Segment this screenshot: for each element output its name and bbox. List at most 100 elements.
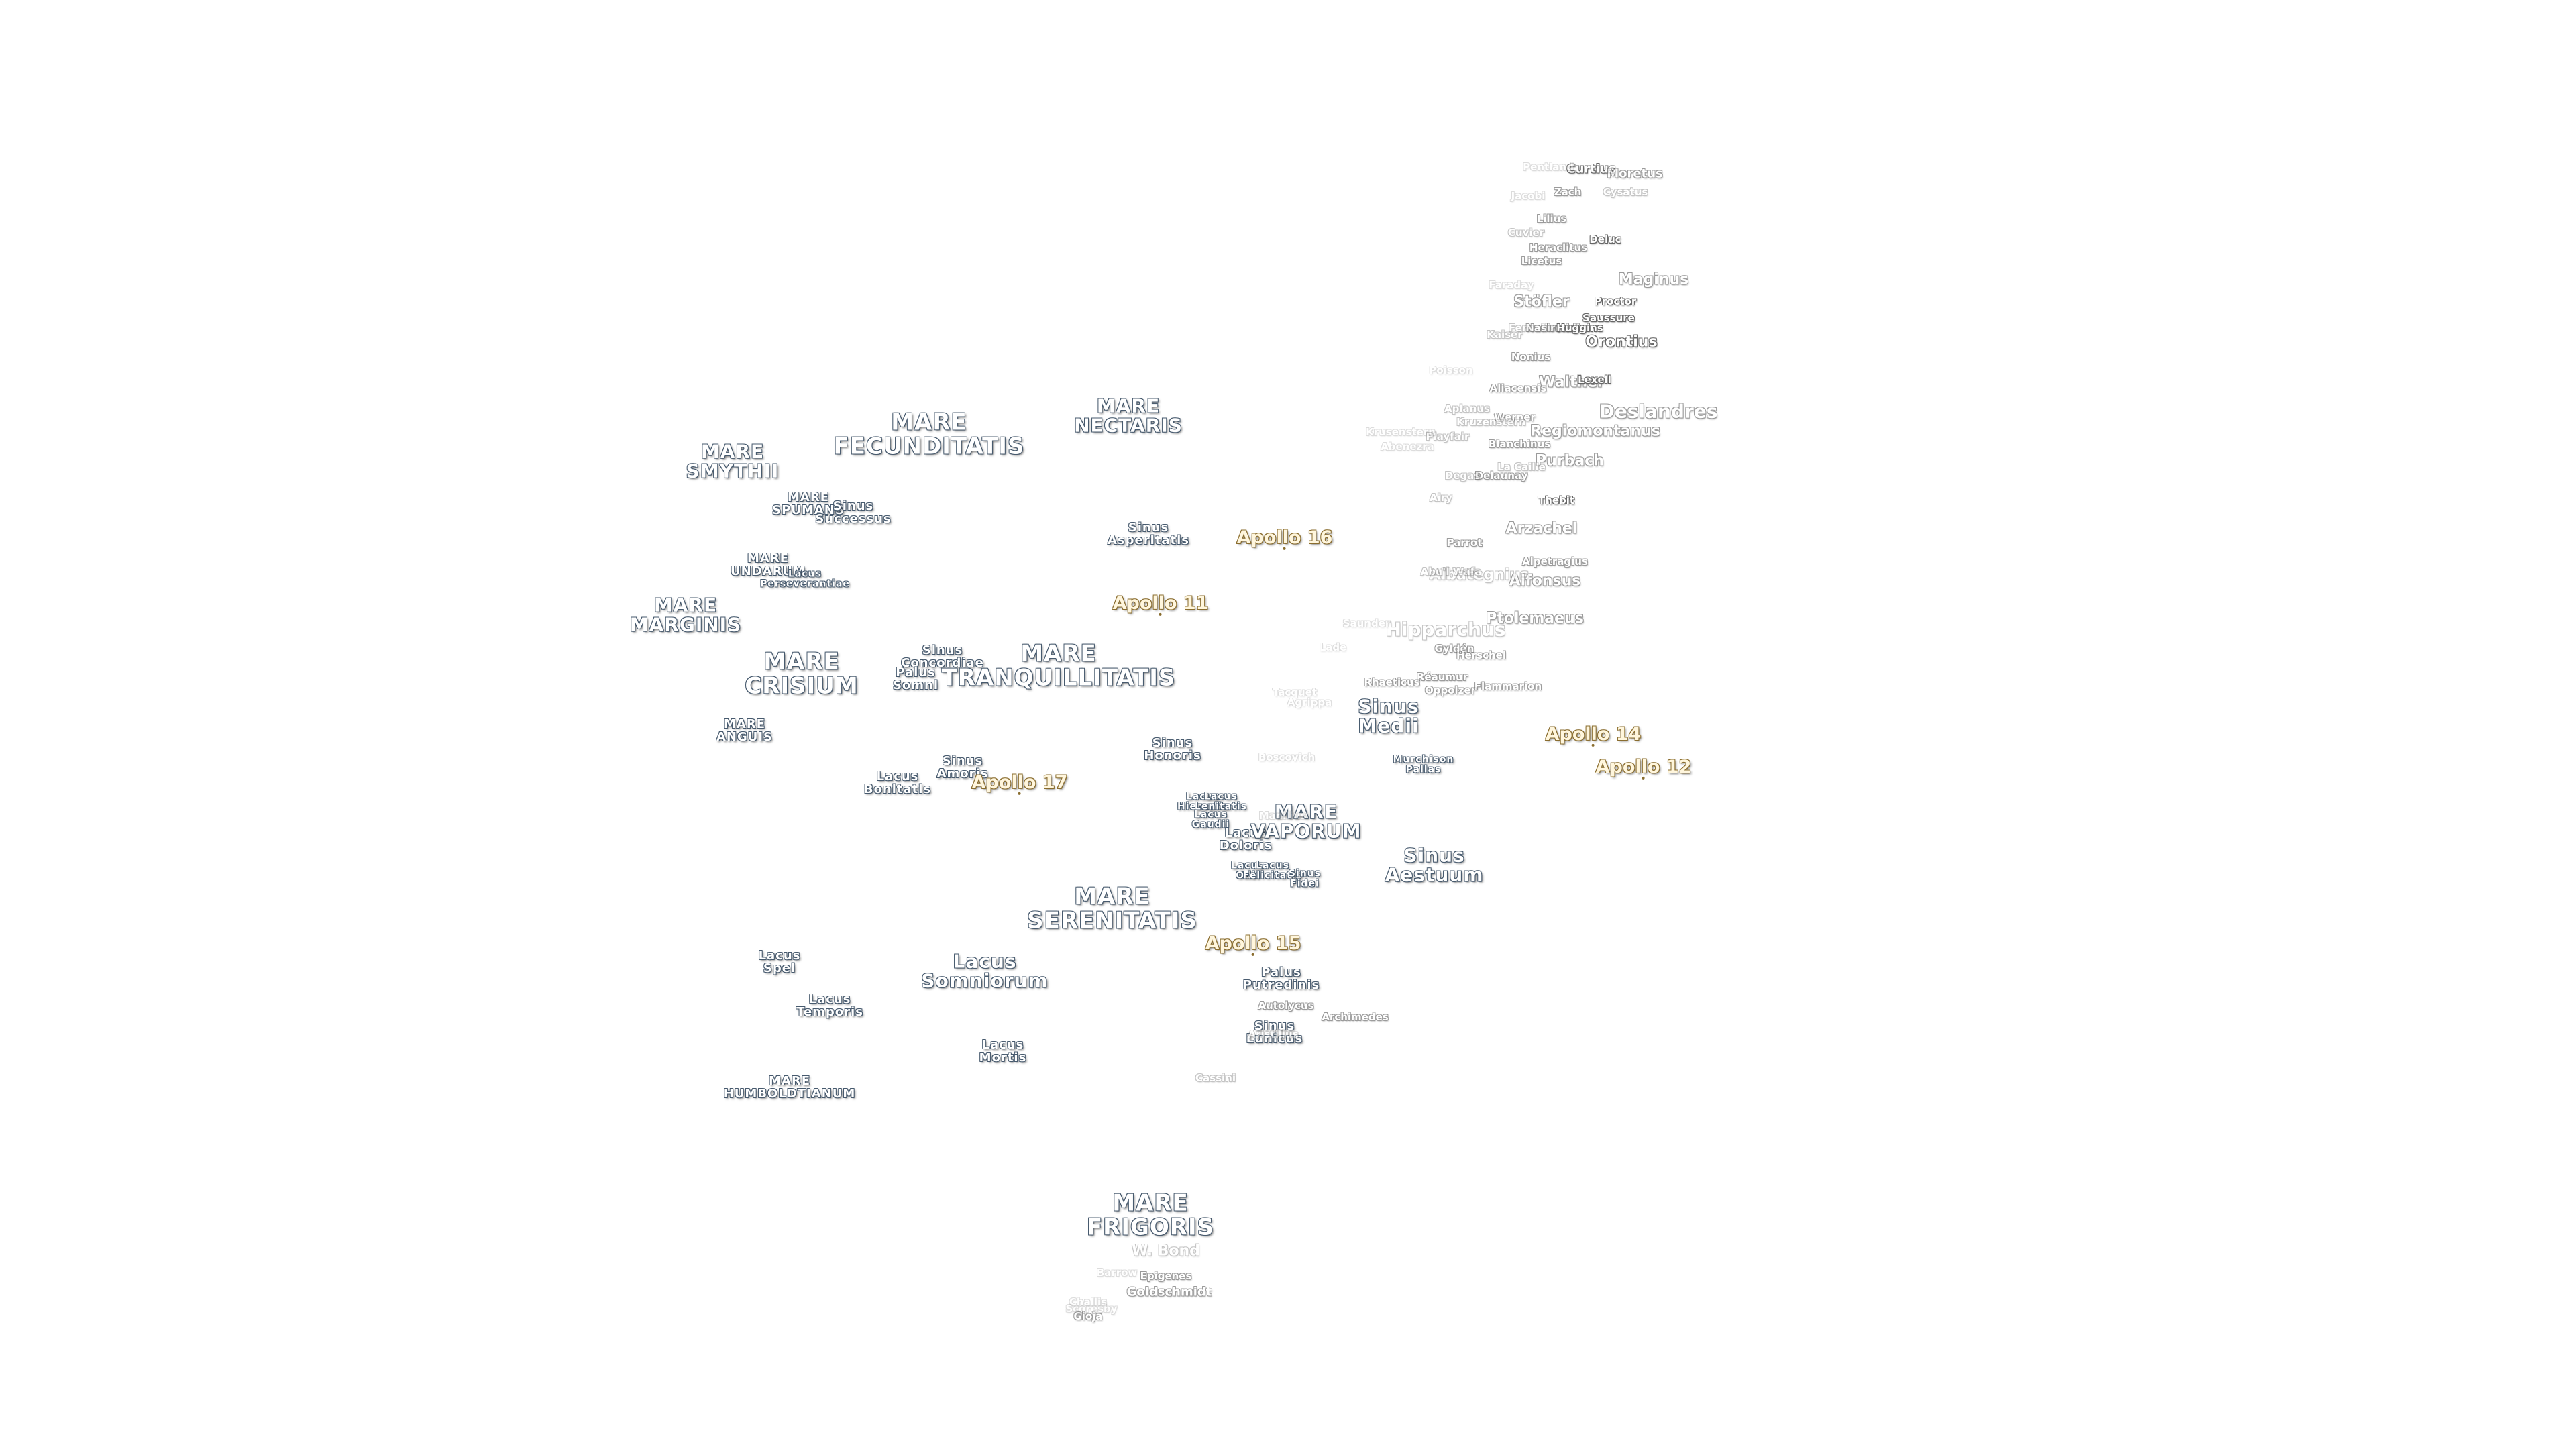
landing-site-label: Apollo 14	[1545, 723, 1642, 745]
crater-label: Kaiser	[1487, 329, 1523, 341]
crater-label: Boscovich	[1258, 751, 1316, 764]
crater-label: Hipparchus	[1385, 618, 1506, 641]
crater-label: Kruzenstern	[1456, 416, 1526, 429]
crater-label: Epigenes	[1140, 1270, 1192, 1283]
crater-label: Rhaeticus	[1364, 676, 1420, 689]
crater-label: Purbach	[1536, 452, 1604, 470]
crater-label: Stöfler	[1513, 293, 1570, 311]
crater-label: Pentland	[1523, 161, 1574, 174]
crater-label: Saussure	[1582, 312, 1635, 325]
crater-label: Werner	[1494, 411, 1536, 424]
crater-label: Aristillus	[1248, 1028, 1299, 1041]
landing-site-apollo-12[interactable]: Apollo 12	[1595, 756, 1692, 780]
landing-site-apollo-14[interactable]: Apollo 14	[1545, 723, 1642, 747]
crater-label: Poisson	[1429, 364, 1473, 377]
crater-label: Réaumur	[1416, 671, 1468, 684]
landing-site-marker-icon	[1642, 777, 1645, 780]
landing-site-marker-icon	[1159, 613, 1162, 616]
crater-label: Huggins	[1556, 322, 1603, 335]
crater-label: Orontius	[1585, 333, 1658, 351]
crater-label: Jacobi	[1511, 190, 1546, 203]
landing-site-marker-icon	[1592, 744, 1595, 747]
crater-label: Alfonsus	[1509, 572, 1581, 590]
crater-label: Herschel	[1456, 649, 1506, 662]
crater-label: Lexell	[1578, 374, 1611, 386]
crater-label: Nonius	[1511, 351, 1551, 364]
crater-label: La Caille	[1497, 461, 1546, 474]
crater-label: Nasireddin	[1525, 322, 1587, 335]
crater-label: Maginus	[1618, 271, 1689, 288]
crater-label: Scoresby	[1065, 1303, 1118, 1316]
crater-label: Zach	[1554, 186, 1582, 199]
landing-site-marker-icon	[1283, 547, 1286, 551]
crater-label: Deluc	[1589, 233, 1621, 246]
crater-label: Aliacensis	[1489, 382, 1547, 395]
crater-label: Abu'l Wafa	[1420, 566, 1482, 578]
crater-label: Deslandres	[1599, 400, 1718, 423]
landing-site-label: Apollo 17	[971, 771, 1068, 793]
crater-label: Autolycus	[1258, 1000, 1314, 1012]
crater-label: Playfair	[1426, 431, 1470, 443]
landing-site-marker-icon	[1018, 792, 1021, 796]
crater-label: Gyldén	[1434, 643, 1474, 655]
crater-label: Faraday	[1489, 279, 1534, 292]
crater-label: Flammarion	[1474, 680, 1542, 693]
landing-site-label: Apollo 11	[1112, 592, 1209, 614]
landing-site-marker-icon	[1252, 953, 1254, 957]
crater-label: Heraclitus	[1529, 241, 1588, 254]
crater-label: Lade	[1319, 641, 1347, 654]
crater-label: Curtius	[1566, 162, 1616, 176]
crater-label: Albategnius	[1429, 566, 1529, 584]
crater-label: Cassini	[1195, 1072, 1236, 1085]
crater-label: Degas	[1444, 470, 1481, 482]
landing-site-label: Apollo 12	[1595, 756, 1692, 777]
crater-label: Tacquet	[1272, 686, 1318, 699]
crater-label: Regiomontanus	[1530, 423, 1660, 440]
crater-label: Alpetragius	[1522, 555, 1588, 568]
crater-label: Gioja	[1073, 1310, 1103, 1323]
crater-label: Krusenstern	[1366, 426, 1436, 439]
landing-site-apollo-11[interactable]: Apollo 11	[1112, 592, 1209, 616]
crater-label: Arzachel	[1505, 520, 1578, 537]
landing-site-label: Apollo 16	[1236, 527, 1333, 548]
crater-label: Goldschmidt	[1126, 1285, 1212, 1299]
landing-site-apollo-16[interactable]: Apollo 16	[1236, 527, 1333, 551]
landing-site-apollo-15[interactable]: Apollo 15	[1205, 934, 1301, 957]
crater-label: Blanchinus	[1488, 438, 1551, 451]
crater-label: Airy	[1430, 492, 1452, 504]
crater-label: Walther	[1539, 374, 1605, 391]
crater-label: Parrot	[1446, 537, 1483, 549]
crater-label: Agrippa	[1287, 696, 1332, 709]
landing-site-apollo-17[interactable]: Apollo 17	[971, 771, 1068, 796]
crater-label: Moretus	[1607, 166, 1663, 181]
